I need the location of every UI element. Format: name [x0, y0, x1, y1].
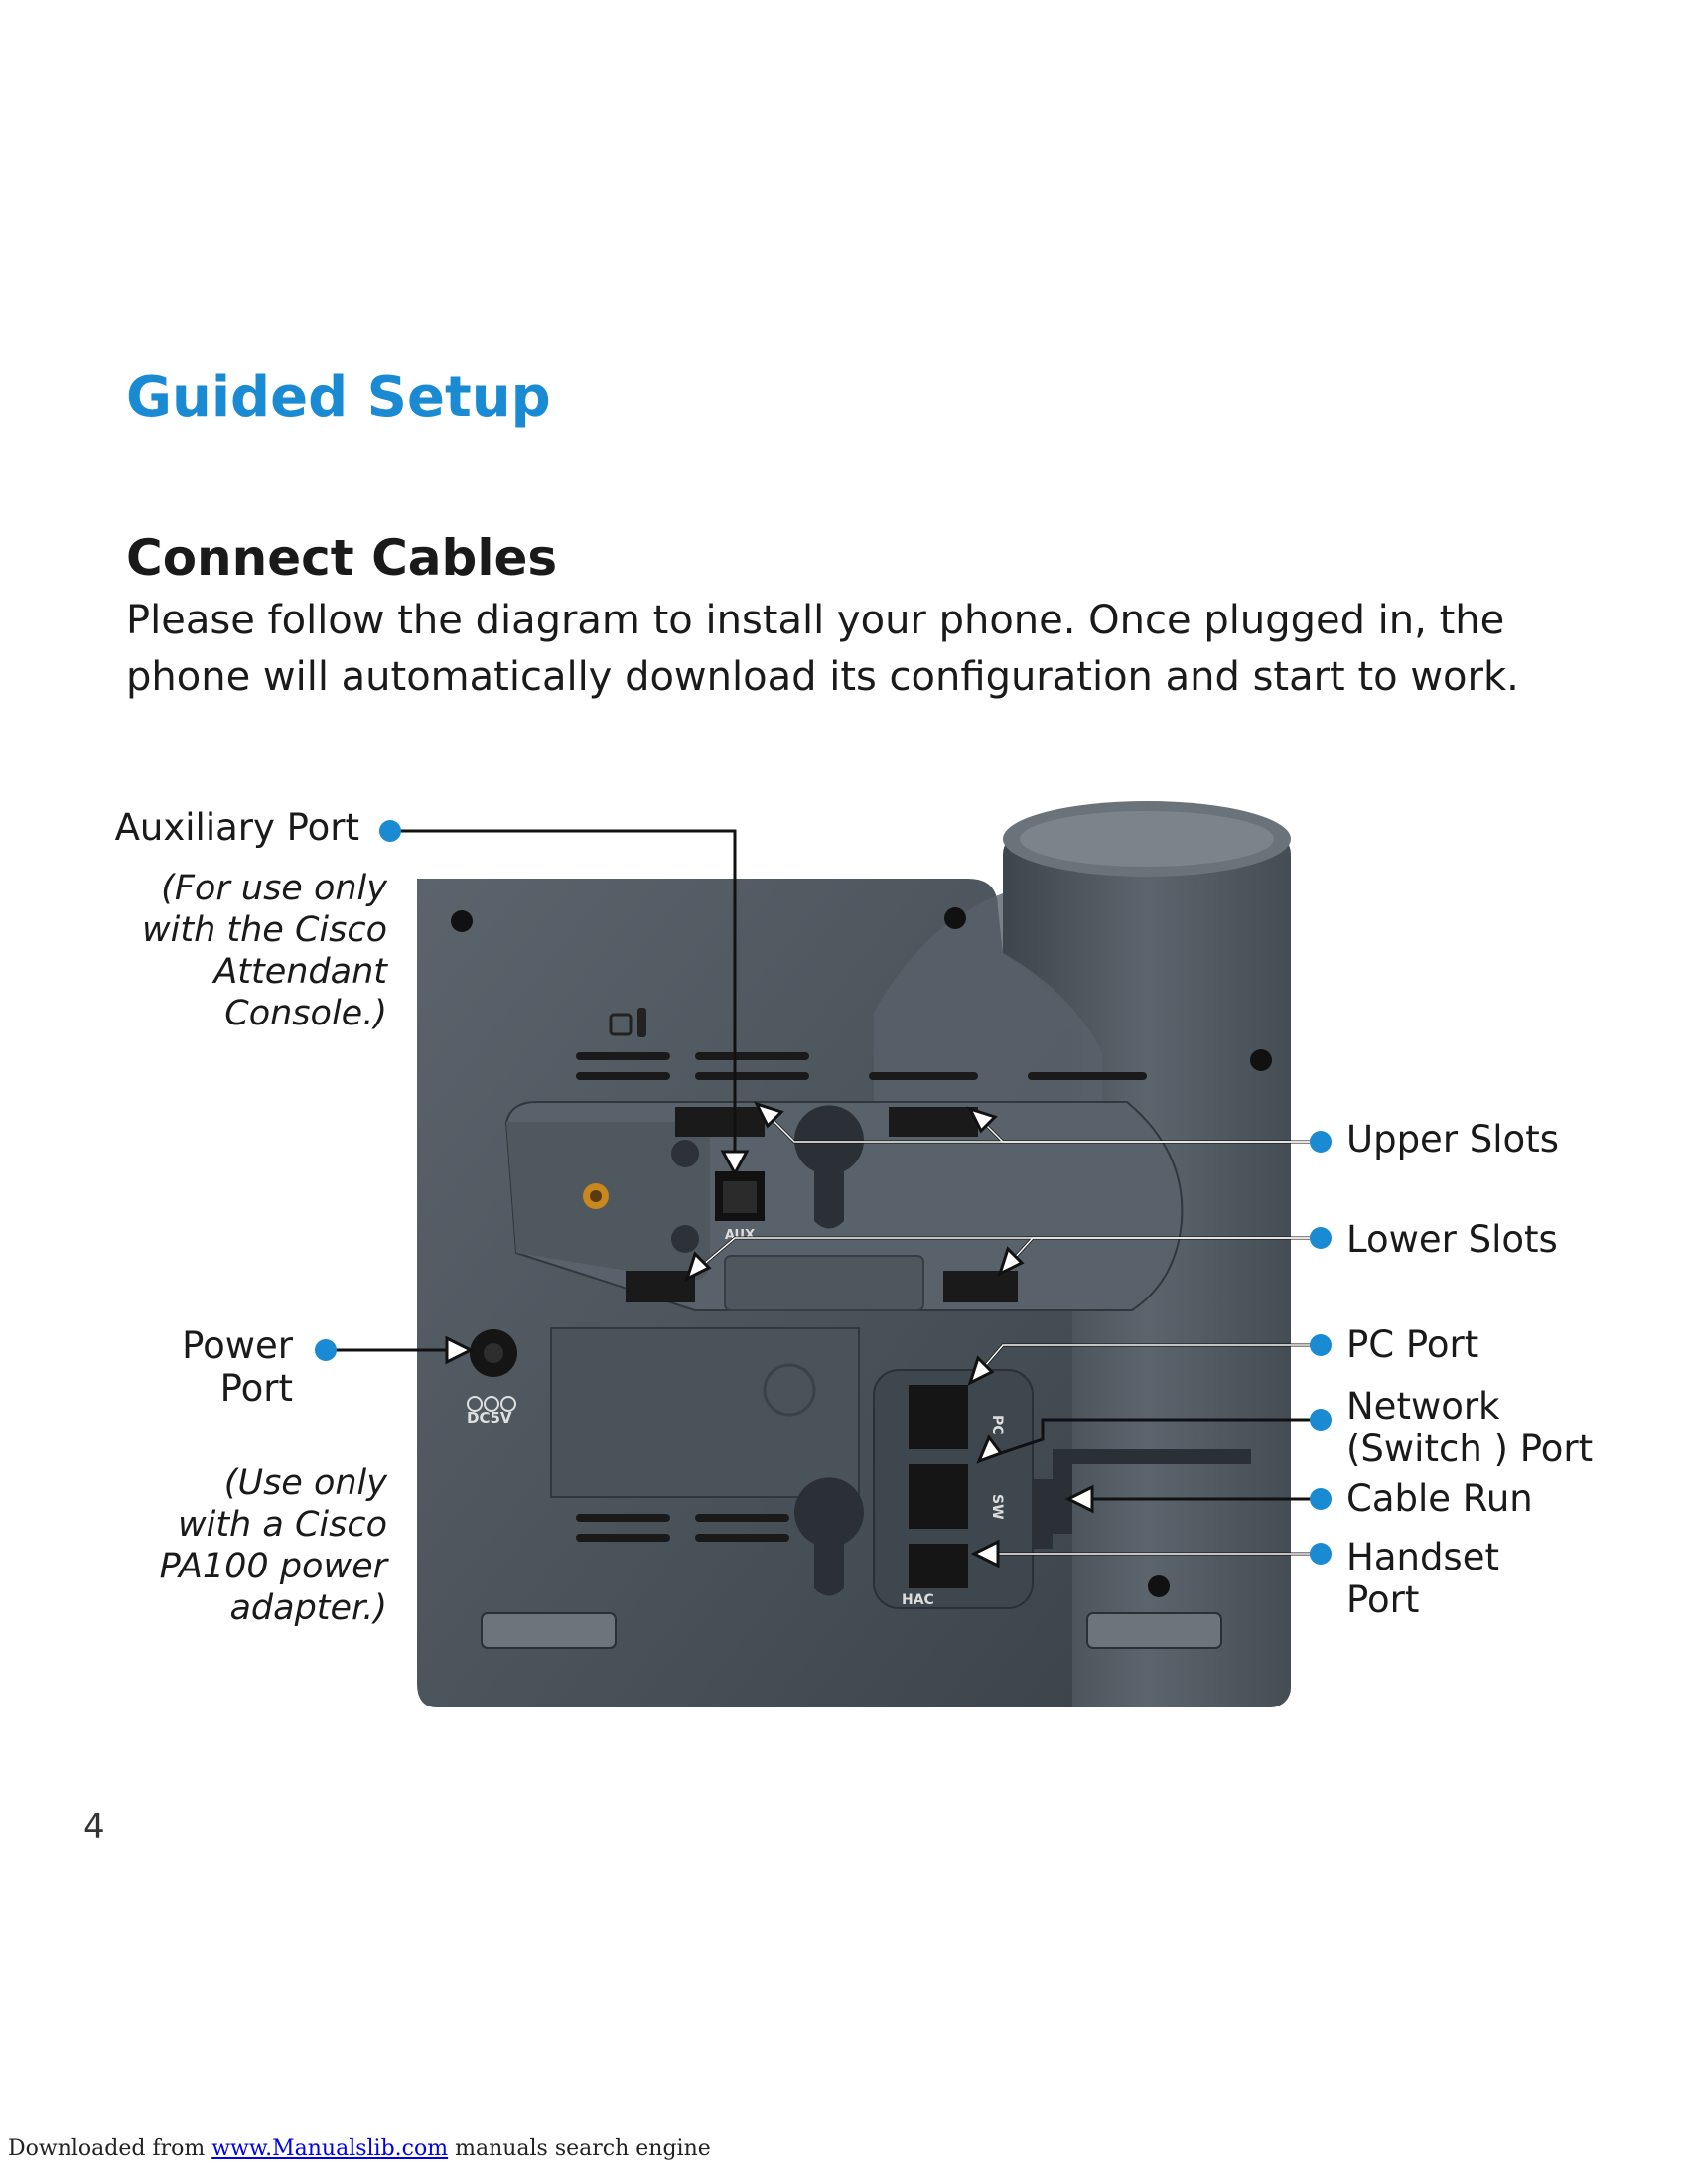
- callout-dot: [1310, 1227, 1332, 1249]
- aux-port-label: Auxiliary Port: [114, 806, 359, 849]
- screw-hole: [451, 910, 473, 932]
- phone-body: AUX DC5V PC SW HAC: [417, 879, 1251, 1707]
- cable-run-channel: [1033, 1449, 1251, 1549]
- arrow-icon: [976, 1434, 1004, 1464]
- intro-text: Please follow the diagram to install you…: [126, 598, 1519, 700]
- dc-label: DC5V: [467, 1409, 512, 1427]
- arrow-icon: [445, 1335, 475, 1365]
- foot: [1086, 1612, 1222, 1649]
- lower-slot: [626, 1271, 695, 1302]
- lower-slot: [943, 1271, 1018, 1302]
- arrow-icon: [1064, 1484, 1094, 1514]
- aux-callout-line: [393, 829, 737, 1171]
- power-port-label: Power Port: [182, 1324, 293, 1410]
- pc-label: PC: [989, 1415, 1005, 1435]
- hac-label: HAC: [902, 1592, 934, 1608]
- arrow-icon: [684, 1251, 712, 1282]
- arrow-icon: [970, 1539, 1000, 1569]
- footer-prefix: Downloaded from: [8, 2136, 212, 2161]
- footer: Downloaded from www.Manualslib.com manua…: [8, 2136, 711, 2161]
- aux-port-note: (For use only with the Cisco Attendant C…: [142, 869, 387, 1033]
- callout-dot: [1310, 1131, 1332, 1153]
- arrow-icon: [997, 1246, 1025, 1277]
- handset-port-label: Handset Port: [1346, 1536, 1499, 1621]
- pc-port-label: PC Port: [1346, 1323, 1479, 1366]
- callout-dot: [315, 1339, 337, 1361]
- cable-run-label: Cable Run: [1346, 1477, 1533, 1520]
- cover-panel: [550, 1327, 860, 1498]
- page-title: Guided Setup: [126, 365, 551, 430]
- aux-port: AUX: [715, 1171, 765, 1243]
- callout-dot: [1310, 1334, 1332, 1356]
- lock-icon: [609, 1008, 646, 1037]
- callout-dot: [1310, 1543, 1332, 1565]
- lower-slots-label: Lower Slots: [1346, 1218, 1558, 1261]
- port-column: PC SW HAC: [873, 1369, 1034, 1609]
- foot: [481, 1612, 617, 1649]
- arrow-icon: [754, 1101, 784, 1129]
- footer-suffix: manuals search engine: [448, 2136, 711, 2161]
- network-port-label: Network (Switch ) Port: [1346, 1385, 1594, 1470]
- callout-dot: [379, 820, 401, 842]
- page-number: 4: [83, 1807, 105, 1846]
- power-jack: DC5V: [467, 1329, 517, 1427]
- power-port-note: (Use only with a Cisco PA100 power adapt…: [159, 1463, 387, 1628]
- keyhole-slot: [794, 1105, 864, 1229]
- arrow-icon: [967, 1355, 995, 1386]
- sw-label: SW: [989, 1494, 1005, 1520]
- aux-port-label: AUX: [725, 1228, 755, 1243]
- upper-slot: [675, 1107, 765, 1137]
- callout-dot: [1310, 1409, 1332, 1431]
- manualslib-link[interactable]: www.Manualslib.com: [211, 2136, 449, 2161]
- upper-slot: [889, 1107, 978, 1137]
- arrow-icon: [967, 1106, 998, 1134]
- section-title: Connect Cables: [126, 529, 558, 587]
- keyhole-slot: [794, 1477, 864, 1596]
- upper-slots-label: Upper Slots: [1346, 1118, 1559, 1160]
- network-callout-line: [982, 1418, 1316, 1461]
- callout-dot: [1310, 1488, 1332, 1510]
- screw-hole: [944, 907, 966, 929]
- arrow-icon: [720, 1150, 750, 1177]
